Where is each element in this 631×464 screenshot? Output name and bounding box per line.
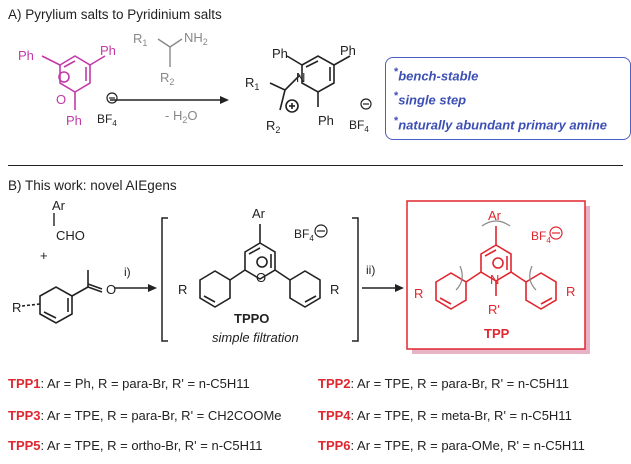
r2-label-amine: R2 <box>160 70 174 87</box>
r-label-tpp-right: R <box>566 284 575 299</box>
r-label-tppo-right: R <box>330 282 339 297</box>
compound-tpp1: TPP1: Ar = Ph, R = para-Br, R' = n-C5H11 <box>8 376 250 391</box>
plus-label: + <box>40 248 48 263</box>
compound-name: TPP1 <box>8 376 41 391</box>
benefits-box: *bench-stable *single step *naturally ab… <box>385 57 631 140</box>
bf4-label-a2: BF4 <box>349 118 369 134</box>
benefit-text: single step <box>398 92 467 108</box>
section-a-title: A) Pyrylium salts to Pyridinium salts <box>8 7 222 22</box>
section-b-title: B) This work: novel AIEgens <box>8 178 177 193</box>
ph-label-b3: Ph <box>318 113 334 128</box>
acetophenone-structure <box>21 270 103 324</box>
compound-desc: Ar = TPE, R = para-OMe, R' = n-C5H11 <box>357 438 585 453</box>
tppo-structure <box>199 224 321 308</box>
pyridinium-structure <box>269 55 351 113</box>
compound-tpp3: TPP3: Ar = TPE, R = para-Br, R' = CH2COO… <box>8 408 282 423</box>
bf4-label-a1: BF4 <box>97 112 117 128</box>
step-i-label: i) <box>124 265 131 279</box>
ar-label-tpp: Ar <box>488 208 502 223</box>
right-bracket <box>352 217 359 342</box>
tpp-label: TPP <box>484 326 510 341</box>
compound-tpp6: TPP6: Ar = TPE, R = para-OMe, R' = n-C5H… <box>318 438 585 453</box>
section-divider <box>8 165 623 166</box>
pyrylium-structure <box>41 55 106 110</box>
compound-desc: Ar = Ph, R = para-Br, R' = n-C5H11 <box>47 376 250 391</box>
tppo-label: TPPO <box>234 311 269 326</box>
minus-h2o-label: - H2O <box>165 108 197 125</box>
r1-label-amine: R1 <box>133 31 147 48</box>
compound-name: TPP2 <box>318 376 351 391</box>
r-label-tppo-left: R <box>178 282 187 297</box>
amine-structure <box>157 38 183 67</box>
section-b-scheme: Ar CHO + R O i) Ar O R R <box>12 198 590 354</box>
n-label-tpp: N <box>490 272 499 287</box>
benefit-text: bench-stable <box>398 68 479 84</box>
ph-label-b2: Ph <box>340 43 356 58</box>
r1-label-product: R1 <box>245 75 259 92</box>
ar-label-tppo: Ar <box>252 206 266 221</box>
benefit-item: *single step <box>394 90 467 108</box>
nh2-label: NH2 <box>184 30 208 47</box>
left-bracket <box>161 217 168 342</box>
tpp-box <box>406 200 586 350</box>
r-label-tpp-left: R <box>414 286 423 301</box>
compound-name: TPP6 <box>318 438 351 453</box>
r-label-ketone: R <box>12 300 21 315</box>
bf4-label-b2: BF4 <box>531 229 551 245</box>
cho-label: CHO <box>56 228 85 243</box>
compound-tpp2: TPP2: Ar = TPE, R = para-Br, R' = n-C5H1… <box>318 376 569 391</box>
ph-label-a3: Ph <box>66 113 82 128</box>
section-a-scheme: Ph Ph O Ph BF4 R1 NH2 R2 - H2O Ph Ph N <box>18 30 372 135</box>
step-ii-label: ii) <box>366 263 375 277</box>
compound-tpp4: TPP4: Ar = TPE, R = meta-Br, R' = n-C5H1… <box>318 408 572 423</box>
compound-name: TPP5 <box>8 438 41 453</box>
compound-desc: Ar = TPE, R = ortho-Br, R' = n-C5H11 <box>47 438 263 453</box>
simple-filtration-label: simple filtration <box>212 330 299 345</box>
compound-tpp5: TPP5: Ar = TPE, R = ortho-Br, R' = n-C5H… <box>8 438 263 453</box>
ar-label-aldehyde: Ar <box>52 198 66 213</box>
compound-desc: Ar = TPE, R = para-Br, R' = n-C5H11 <box>357 376 569 391</box>
r-prime-label: R' <box>488 302 500 317</box>
compound-desc: Ar = TPE, R = meta-Br, R' = n-C5H11 <box>357 408 572 423</box>
o-label: O <box>56 92 66 107</box>
tpp-structure <box>435 226 557 310</box>
ph-label-a2: Ph <box>100 43 116 58</box>
compound-name: TPP4 <box>318 408 351 423</box>
compound-name: TPP3 <box>8 408 41 423</box>
bf4-label-b1: BF4 <box>294 227 314 243</box>
benefit-item: *bench-stable <box>394 66 479 84</box>
rotation-arrows <box>455 220 537 291</box>
benefit-item: *naturally abundant primary amine <box>394 114 607 132</box>
n-label: N <box>296 70 305 85</box>
ph-label-a1: Ph <box>18 48 34 63</box>
compound-desc: Ar = TPE, R = para-Br, R' = CH2COOMe <box>47 408 282 423</box>
o-label-tppo: O <box>256 270 266 285</box>
o-label-ketone: O <box>106 282 116 297</box>
r2-label-product: R2 <box>266 118 280 135</box>
benefit-text: naturally abundant primary amine <box>398 116 607 132</box>
ph-label-b1: Ph <box>272 46 288 61</box>
